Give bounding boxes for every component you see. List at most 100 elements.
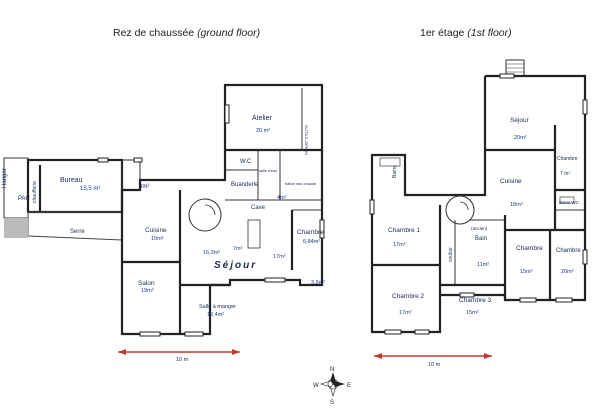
window bbox=[133, 157, 143, 163]
first-floor-outline bbox=[370, 74, 587, 334]
label-chambre1: Chambre 1 bbox=[388, 227, 421, 234]
label-area-3-8: 3,8m² bbox=[311, 280, 325, 286]
compass-n: N bbox=[330, 367, 334, 373]
compass-needle-west bbox=[319, 380, 334, 388]
label-sejour-first: Séjour bbox=[510, 117, 530, 124]
label-cuisine-area: 10m² bbox=[151, 236, 164, 242]
ground-floor-title: Rez de chaussée (ground floor) bbox=[113, 27, 260, 39]
label-bureau: Bureau bbox=[60, 177, 83, 184]
bathtub-icon bbox=[379, 157, 401, 167]
first-scale-label: 10 m bbox=[428, 362, 441, 368]
first-floor-title-fr: 1er étage bbox=[420, 27, 465, 39]
window bbox=[97, 157, 109, 163]
ground-floor-title-fr: Rez de chaussée bbox=[113, 27, 195, 39]
window bbox=[499, 73, 515, 79]
window bbox=[384, 329, 402, 335]
compass-e: E bbox=[347, 383, 351, 389]
label-ancien: (ancien) bbox=[471, 226, 488, 231]
label-sejour-first-area: 20m² bbox=[514, 135, 527, 141]
first-floor-title: 1er étage (1st floor) bbox=[420, 27, 512, 39]
compass-s: S bbox=[330, 400, 334, 406]
label-cuisine-first-area: 18m² bbox=[510, 202, 523, 208]
window bbox=[555, 297, 573, 303]
ground-scale-label: 10 m bbox=[176, 357, 189, 363]
ground-scale-arrow-right bbox=[232, 349, 240, 355]
label-cuisine: Cuisine bbox=[145, 227, 167, 234]
first-scale-arrow-left bbox=[374, 353, 382, 359]
first-floor-title-en: (1st floor) bbox=[467, 27, 512, 39]
first-staircase-steps bbox=[459, 195, 475, 211]
label-chambre3-area: 15m² bbox=[466, 310, 479, 316]
window bbox=[264, 277, 286, 283]
ground-staircase-steps bbox=[204, 198, 222, 216]
label-chambre-mid: Chambre bbox=[516, 245, 543, 252]
bureau-wall bbox=[26, 158, 124, 214]
ground-floor-title-en: (ground floor) bbox=[197, 27, 261, 39]
window bbox=[319, 219, 325, 239]
ground-scale-arrow-left bbox=[118, 349, 126, 355]
window bbox=[224, 104, 230, 124]
label-chambre-ground: Chambre bbox=[297, 229, 324, 236]
window bbox=[184, 331, 204, 337]
label-small-area: 3m² bbox=[139, 184, 149, 190]
window bbox=[139, 331, 161, 337]
compass-w: W bbox=[313, 383, 319, 389]
window bbox=[582, 99, 588, 115]
compass-needle-east bbox=[333, 381, 345, 387]
label-chambre1-area: 17m² bbox=[393, 242, 406, 248]
label-bains: Bains bbox=[392, 165, 398, 178]
label-sejour-ground: Séjour bbox=[214, 260, 257, 271]
window bbox=[519, 297, 537, 303]
label-cave: Cave bbox=[251, 205, 266, 211]
label-chambre-mid-area: 15m² bbox=[520, 269, 533, 275]
label-area-7-first: 7 m² bbox=[560, 171, 570, 177]
label-wc: W.C bbox=[240, 159, 252, 165]
label-chambre-right-area: 20m² bbox=[561, 269, 574, 275]
ground-floor-plan bbox=[3, 83, 325, 355]
label-chambre3: Chambre 3 bbox=[459, 297, 492, 304]
label-area-17: 17m² bbox=[273, 254, 286, 260]
ground-stairs bbox=[247, 219, 261, 249]
window bbox=[369, 199, 375, 215]
label-cave-area: 4m² bbox=[277, 195, 287, 201]
compass-rose-icon bbox=[319, 372, 345, 398]
label-outils: OUTILS JARDIN bbox=[304, 125, 309, 155]
label-chambre2: Chambre 2 bbox=[392, 293, 425, 300]
house-outline bbox=[120, 83, 324, 336]
label-bain-area: 11m² bbox=[477, 262, 489, 268]
compass-ring bbox=[327, 378, 339, 390]
first-floor-plan bbox=[369, 59, 588, 359]
label-serre: Serre bbox=[70, 229, 85, 235]
serre-wall bbox=[27, 211, 123, 241]
window bbox=[459, 292, 475, 298]
label-bains-wc: Bains WC bbox=[559, 200, 580, 205]
label-salle-manger-area: 12,4m² bbox=[207, 312, 224, 318]
label-area-7: 7m² bbox=[233, 246, 243, 252]
label-chambre-ground-area: 6,84m² bbox=[303, 239, 320, 245]
label-atelier: Atelier bbox=[252, 115, 273, 122]
window bbox=[582, 249, 588, 265]
hangar-hatch bbox=[4, 218, 28, 238]
label-pac: PAC bbox=[18, 196, 31, 202]
window bbox=[414, 329, 430, 335]
first-scale-arrow-right bbox=[484, 353, 492, 359]
label-chambre2-area: 17m² bbox=[399, 310, 412, 316]
compass-needle-north bbox=[330, 372, 336, 384]
small-room-wall bbox=[121, 159, 141, 191]
label-buanderie: Buanderie bbox=[231, 182, 259, 188]
label-salon-area: 19m² bbox=[141, 288, 154, 294]
label-bain: Bain bbox=[475, 236, 487, 242]
label-salle-eau: salle d'eau bbox=[259, 169, 277, 173]
label-chambre-right: Chambre bbox=[556, 248, 581, 254]
label-couloir: couloir bbox=[448, 247, 454, 262]
label-ballon: ballon eau chaude bbox=[285, 182, 316, 186]
label-area-16-3: 16,3m² bbox=[203, 250, 220, 256]
label-hangar: Hangar bbox=[2, 168, 8, 188]
label-cuisine-first: Cuisine bbox=[500, 178, 522, 185]
label-chaufferie: chaufferie bbox=[32, 181, 38, 203]
label-bureau-area: 15,5 m² bbox=[80, 186, 100, 192]
label-salle-manger: Salle à manger bbox=[199, 304, 236, 310]
label-salon: Salon bbox=[138, 280, 155, 287]
label-chambre-top: Chambre bbox=[557, 156, 578, 162]
